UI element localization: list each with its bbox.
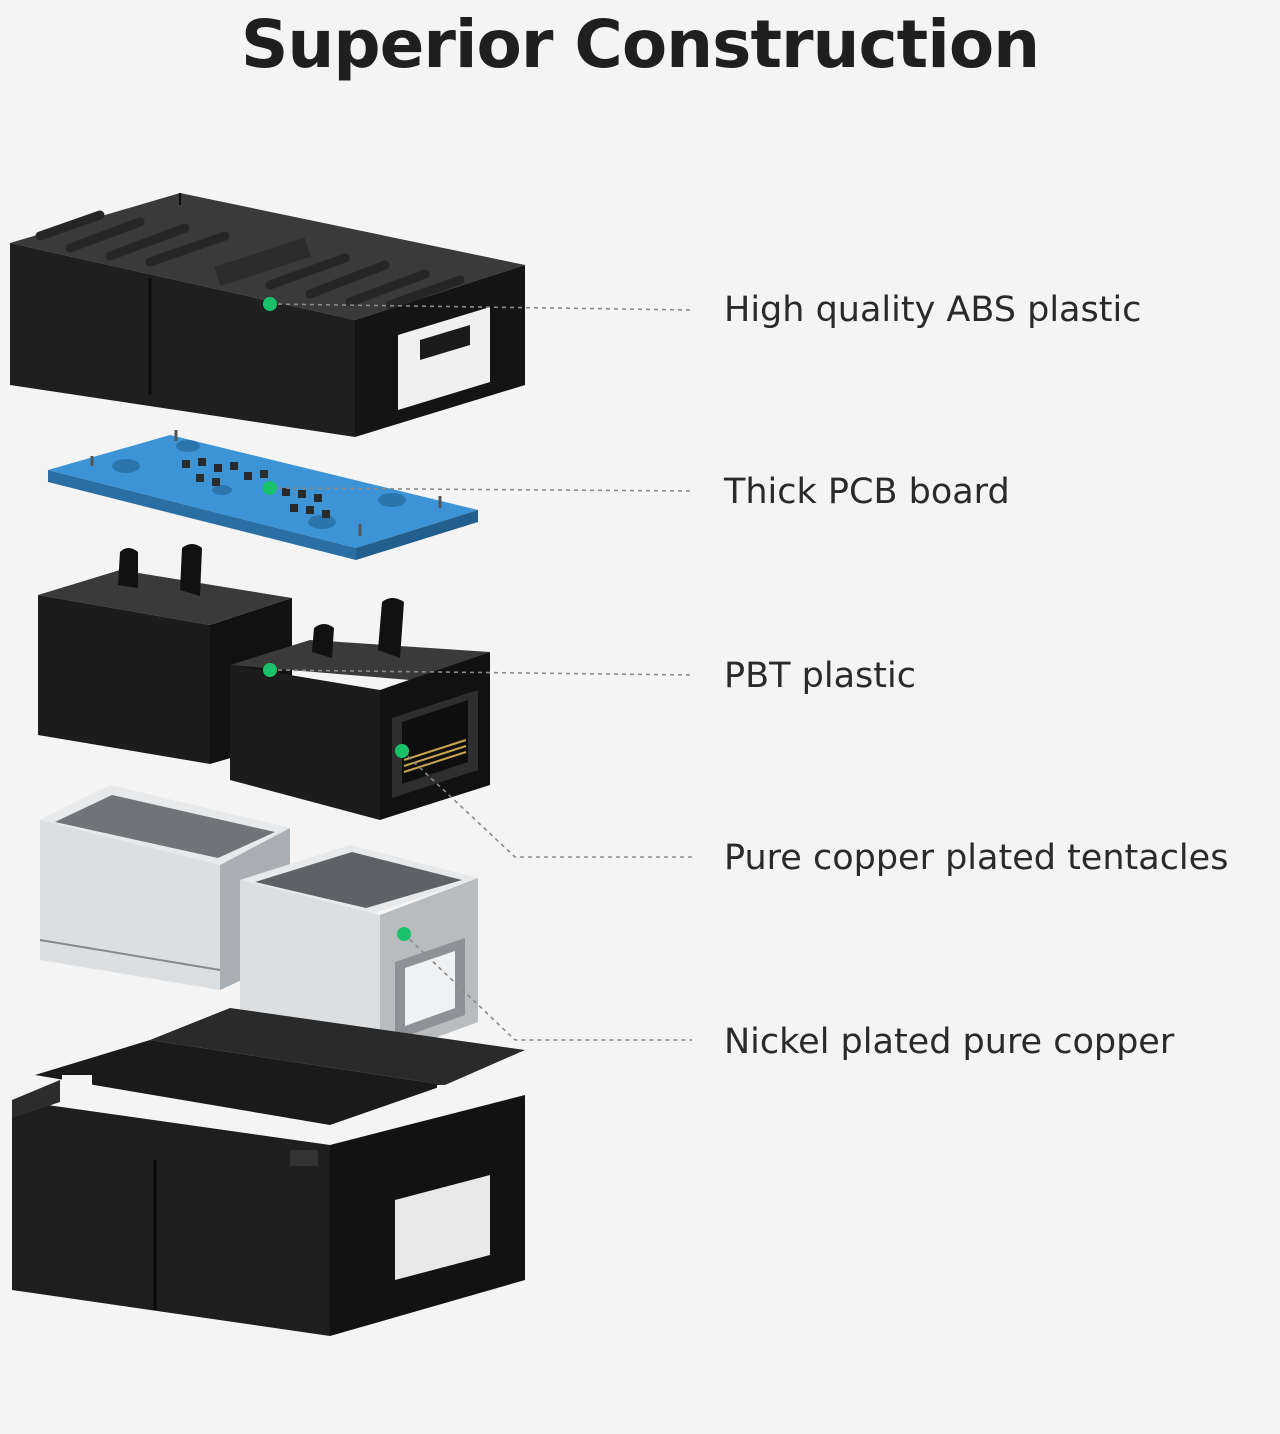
- callout-copper-tentacles: Pure copper plated tentacles: [724, 838, 1229, 878]
- callout-pcb-board: Thick PCB board: [724, 472, 1010, 512]
- metal-shield-right: [240, 845, 478, 1058]
- callout-pbt-plastic: PBT plastic: [724, 656, 916, 696]
- pcb-board: [48, 430, 478, 560]
- marker-pcb: [263, 481, 277, 495]
- leader-lines: [269, 303, 693, 1041]
- callout-markers: [263, 297, 411, 941]
- pbt-jack-right: [230, 598, 490, 820]
- callout-abs-plastic: High quality ABS plastic: [724, 290, 1142, 330]
- marker-pbt: [263, 663, 277, 677]
- marker-abs: [263, 297, 277, 311]
- bottom-housing: [12, 1008, 525, 1336]
- top-cover-shell: [10, 193, 525, 437]
- callout-nickel-copper: Nickel plated pure copper: [724, 1022, 1175, 1062]
- page-title: Superior Construction: [240, 6, 1040, 83]
- marker-nickel: [397, 927, 411, 941]
- marker-tentacles: [395, 744, 409, 758]
